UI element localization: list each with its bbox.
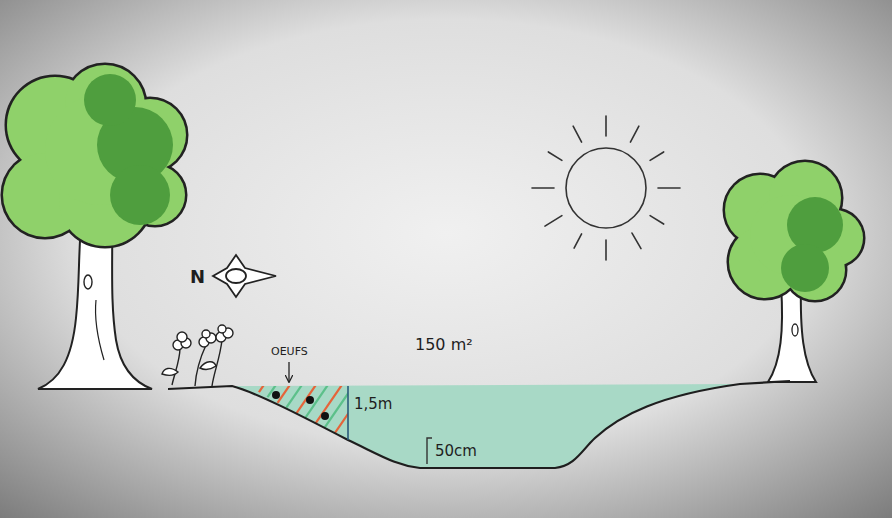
flowers [162,325,233,386]
sun [605,116,607,136]
sun [545,216,562,227]
right-tree [787,197,843,253]
left-tree [3,65,186,246]
eggs-label: OEUFS [271,346,308,357]
depth-dimension: 50cm [435,444,477,459]
egg-shelf-hatching [260,376,308,446]
eggs [306,396,314,404]
eggs [272,391,280,399]
compass-rose [226,269,246,283]
right-tree [725,162,863,382]
right-tree [725,162,863,300]
flowers [162,368,178,375]
egg-shelf-hatching [234,376,282,446]
depth-dimension: 1,5m [354,397,392,412]
depth-bracket [427,438,432,464]
sun [650,216,664,224]
eggs [321,412,329,420]
sun [630,126,638,142]
sun [566,148,646,228]
egg-shelf-hatching [222,376,374,446]
sun [548,152,562,160]
right-tree [725,162,863,300]
right-tree [792,324,798,336]
right-tree [781,244,829,292]
eggs-arrow [288,362,289,381]
flowers [218,325,226,333]
left-tree [3,65,186,246]
compass-rose [213,255,276,297]
left-tree [110,165,170,225]
flowers [200,362,216,370]
compass-north: N [190,268,205,286]
sun [532,187,554,189]
sun [573,126,581,142]
left-tree [84,74,173,225]
flowers [177,332,187,342]
depth-line-shelf [347,386,349,440]
sun [532,116,680,260]
pond-water [232,384,740,468]
egg-shelf-hatching [274,376,322,446]
left-tree [84,275,92,289]
sun [650,152,664,160]
flowers [172,348,180,385]
sun [605,240,607,260]
sun [632,233,641,249]
sun [574,234,582,248]
sun [658,187,680,189]
compass-rose [213,255,276,297]
left-tree [3,65,186,389]
right-tree [781,197,843,292]
left-tree [84,74,136,126]
left-tree [95,300,104,360]
area-label: 150 m² [415,337,473,353]
sun [532,116,680,260]
egg-shelf-hatching [312,376,360,446]
ground-line [168,381,790,468]
flowers [202,330,210,338]
